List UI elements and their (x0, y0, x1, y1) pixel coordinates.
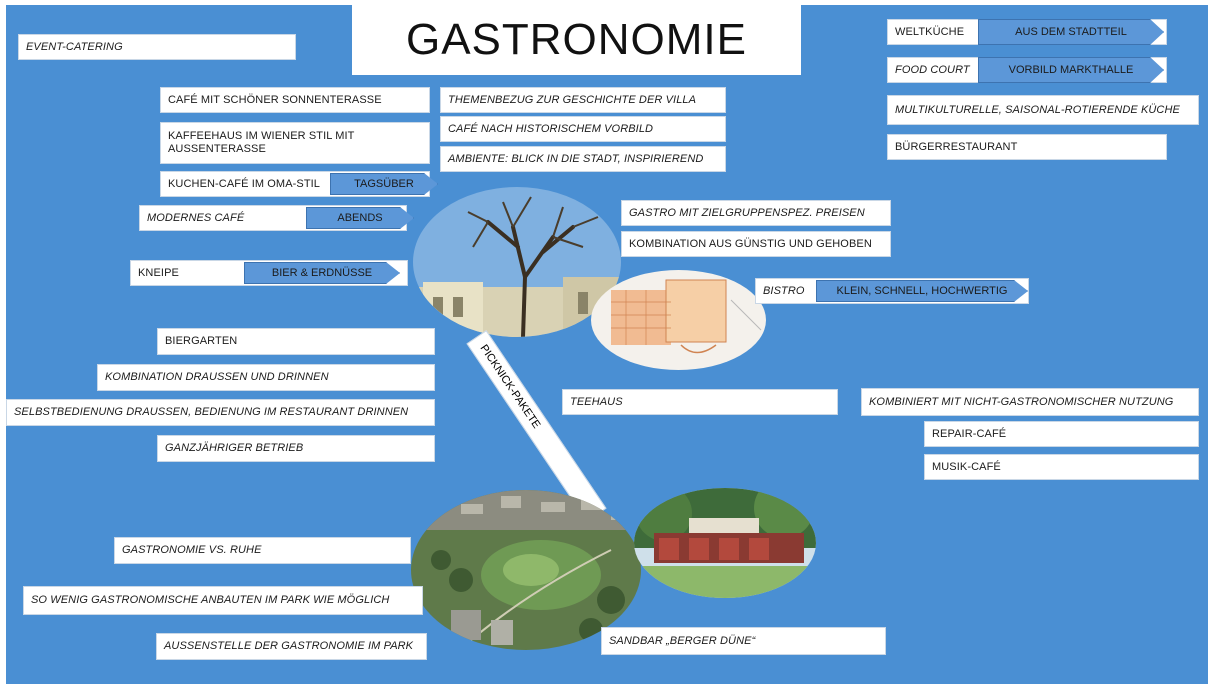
label-event-catering: EVENT-CATERING (18, 34, 296, 60)
label-multikulturell: MULTIKULTURELLE, SAISONAL-ROTIERENDE KÜC… (887, 95, 1199, 125)
arrow-bistro: KLEIN, SCHNELL, HOCHWERTIG (816, 280, 1028, 302)
label-biergarten: BIERGARTEN (157, 328, 435, 355)
arrow-bier: BIER & ERDNÜSSE (244, 262, 400, 284)
park-aerial-photo (411, 490, 641, 650)
label-teehaus: TEEHAUS (562, 389, 838, 415)
label-wenig-anbauten: SO WENIG GASTRONOMISCHE ANBAUTEN IM PARK… (23, 586, 423, 615)
villa-photo (413, 187, 621, 337)
label-repair-cafe: REPAIR-CAFÉ (924, 421, 1199, 447)
label-zielgruppen: GASTRO MIT ZIELGRUPPENSPEZ. PREISEN (621, 200, 891, 226)
arrow-abends: ABENDS (306, 207, 414, 229)
label-kaffeehaus: KAFFEEHAUS IM WIENER STIL MIT AUSSENTERA… (160, 122, 430, 164)
label-ruhe: GASTRONOMIE VS. RUHE (114, 537, 411, 564)
label-musik-cafe: MUSIK-CAFÉ (924, 454, 1199, 480)
label-ambiente: AMBIENTE: BLICK IN DIE STADT, INSPIRIERE… (440, 146, 726, 172)
label-kombiniert: KOMBINIERT MIT NICHT-GASTRONOMISCHER NUT… (861, 388, 1199, 416)
sandbar-photo (634, 488, 816, 598)
label-kombination-guenstig: KOMBINATION AUS GÜNSTIG UND GEHOBEN (621, 231, 891, 257)
label-aussenstelle: AUßENSTELLE DER GASTRONOMIE IM PARK (156, 633, 427, 660)
label-themenbezug: THEMENBEZUG ZUR GESCHICHTE DER VILLA (440, 87, 726, 113)
label-historisch: CAFÉ NACH HISTORISCHEM VORBILD (440, 116, 726, 142)
label-kombination-draussen: KOMBINATION DRAUßEN UND DRINNEN (97, 364, 435, 391)
label-selbstbedienung: SELBSTBEDIENUNG DRAUßEN, BEDIENUNG IM RE… (6, 399, 435, 426)
label-ganzjaehrig: GANZJÄHRIGER BETRIEB (157, 435, 435, 462)
arrow-tagsueber: TAGSÜBER (330, 173, 438, 195)
label-cafe-sonnenterasse: CAFÉ MIT SCHÖNER SONNENTERASSE (160, 87, 430, 113)
page-title: GASTRONOMIE (352, 5, 801, 75)
label-buergerrestaurant: BÜRGERRESTAURANT (887, 134, 1167, 160)
arrow-weltkueche: AUS DEM STADTTEIL (978, 19, 1164, 45)
diagram-canvas: GASTRONOMIE EVENT-CATERING CAFÉ MIT SCHÖ… (6, 5, 1208, 684)
arrow-food-court: VORBILD MARKTHALLE (978, 57, 1164, 83)
plan-photo (591, 270, 766, 370)
label-sandbar: SANDBAR „BERGER DÜNE“ (601, 627, 886, 655)
